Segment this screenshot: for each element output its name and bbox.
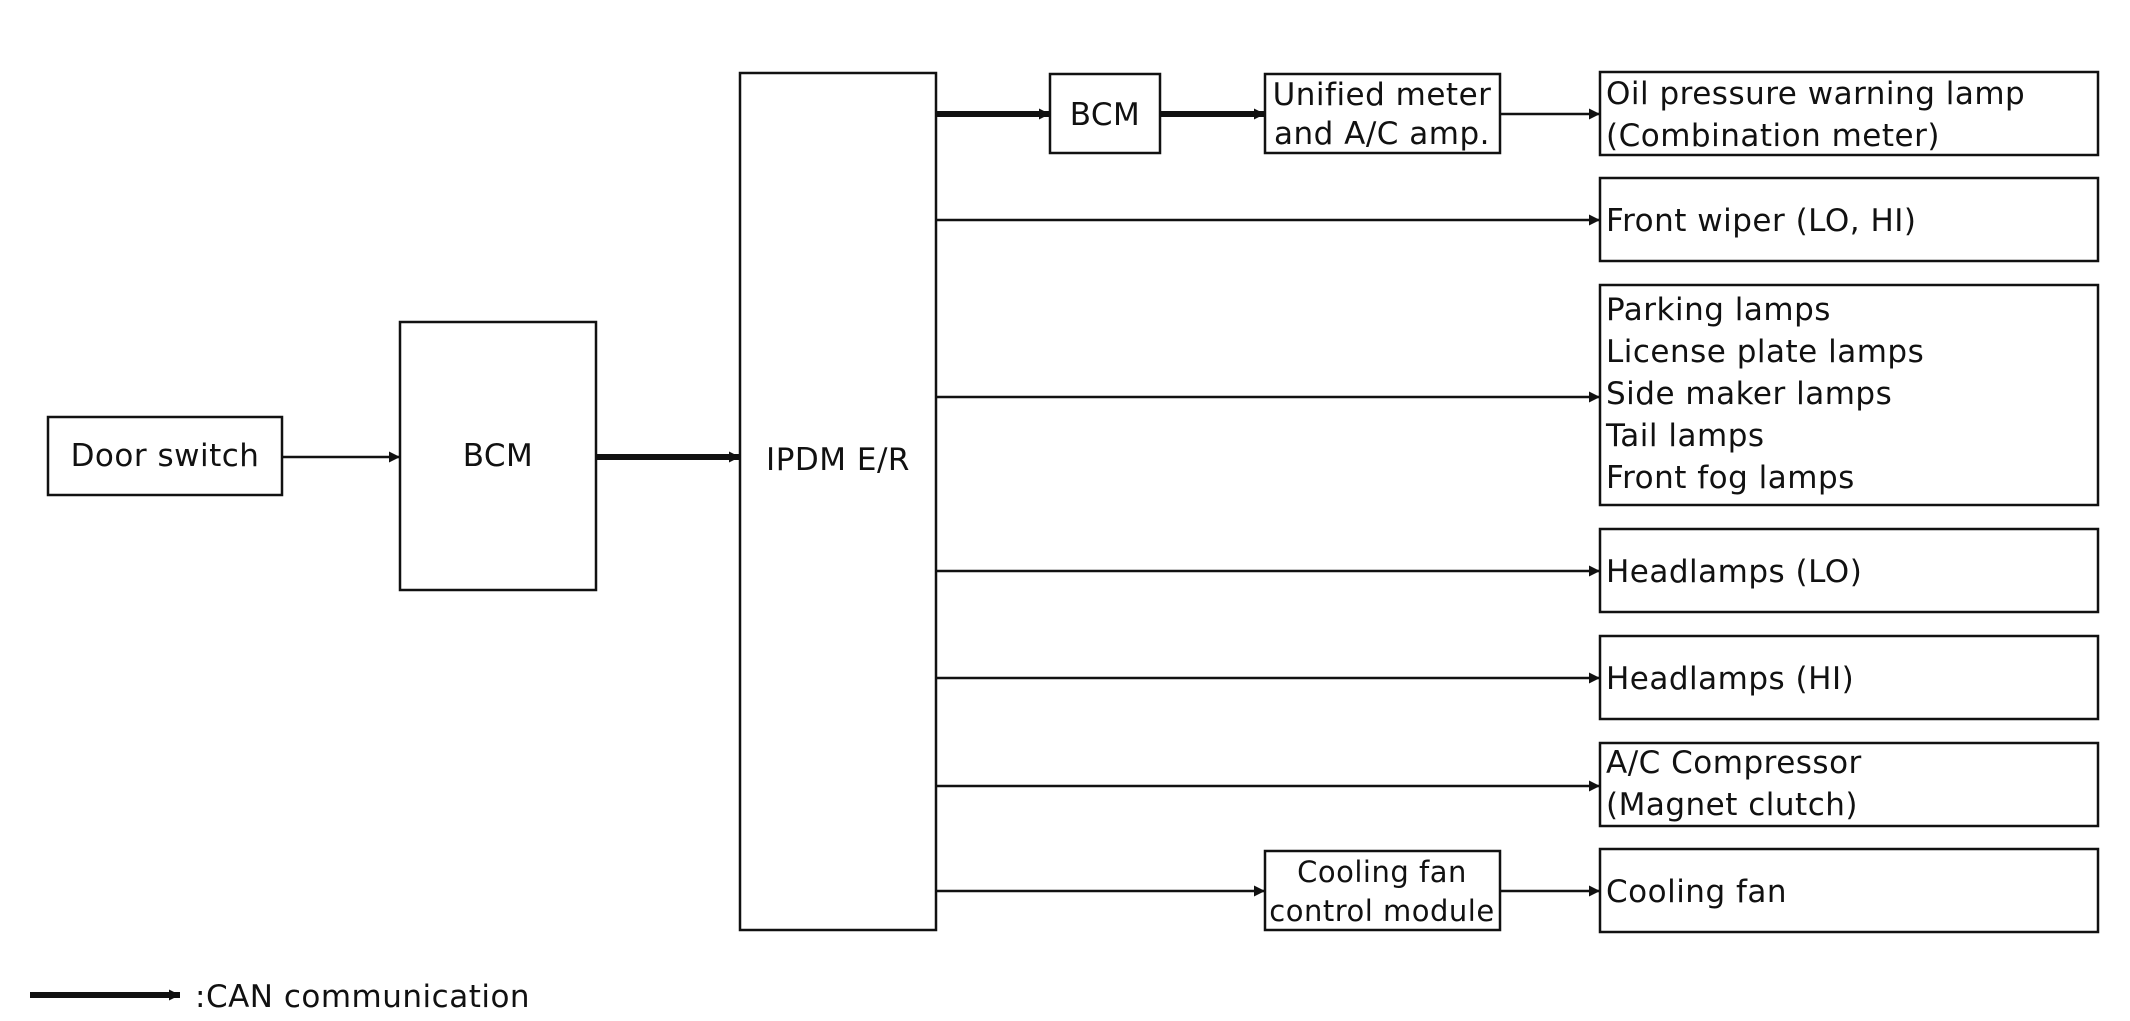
lamps-box: Parking lamps License plate lamps Side m… (1598, 283, 2100, 507)
bcm-top-label: BCM (1070, 97, 1141, 133)
headlamps-lo-label: Headlamps (LO) (1606, 554, 1862, 590)
ac-compressor-label-2: (Magnet clutch) (1606, 787, 1858, 823)
parking-lamps-label: Parking lamps (1606, 292, 1831, 328)
headlamps-hi-box: Headlamps (HI) (1598, 634, 2100, 721)
bcm-left-box: BCM (398, 320, 598, 592)
bcm-top-box: BCM (1048, 72, 1162, 155)
tail-lamps-label: Tail lamps (1605, 418, 1765, 454)
ac-compressor-box: A/C Compressor (Magnet clutch) (1598, 741, 2100, 828)
headlamps-lo-box: Headlamps (LO) (1598, 527, 2100, 614)
headlamps-hi-label: Headlamps (HI) (1606, 661, 1854, 697)
front-wiper-box: Front wiper (LO, HI) (1598, 176, 2100, 263)
license-plate-lamps-label: License plate lamps (1606, 334, 1924, 370)
door-switch-label: Door switch (71, 438, 260, 474)
legend: :CAN communication (30, 979, 530, 1015)
cooling-fan-module-label-1: Cooling fan (1297, 855, 1467, 889)
ipdm-box: IPDM E/R (738, 71, 938, 932)
legend-can-label: :CAN communication (195, 979, 530, 1015)
door-switch-box: Door switch (46, 415, 284, 497)
front-fog-lamps-label: Front fog lamps (1606, 460, 1855, 496)
ipdm-label: IPDM E/R (766, 442, 910, 478)
oil-pressure-label-1: Oil pressure warning lamp (1606, 76, 2025, 112)
front-wiper-label: Front wiper (LO, HI) (1606, 203, 1917, 239)
cooling-fan-module-label-2: control module (1269, 894, 1494, 928)
unified-meter-label-1: Unified meter (1273, 77, 1492, 113)
oil-pressure-label-2: (Combination meter) (1606, 118, 1940, 154)
side-maker-lamps-label: Side maker lamps (1606, 376, 1892, 412)
oil-pressure-box: Oil pressure warning lamp (Combination m… (1598, 70, 2100, 157)
cooling-fan-box: Cooling fan (1598, 847, 2100, 934)
bcm-left-label: BCM (463, 438, 534, 474)
unified-meter-label-2: and A/C amp. (1274, 116, 1490, 152)
ac-compressor-label-1: A/C Compressor (1606, 745, 1862, 781)
unified-meter-box: Unified meter and A/C amp. (1263, 72, 1502, 155)
cooling-fan-module-box: Cooling fan control module (1263, 849, 1502, 932)
cooling-fan-label: Cooling fan (1606, 874, 1787, 910)
